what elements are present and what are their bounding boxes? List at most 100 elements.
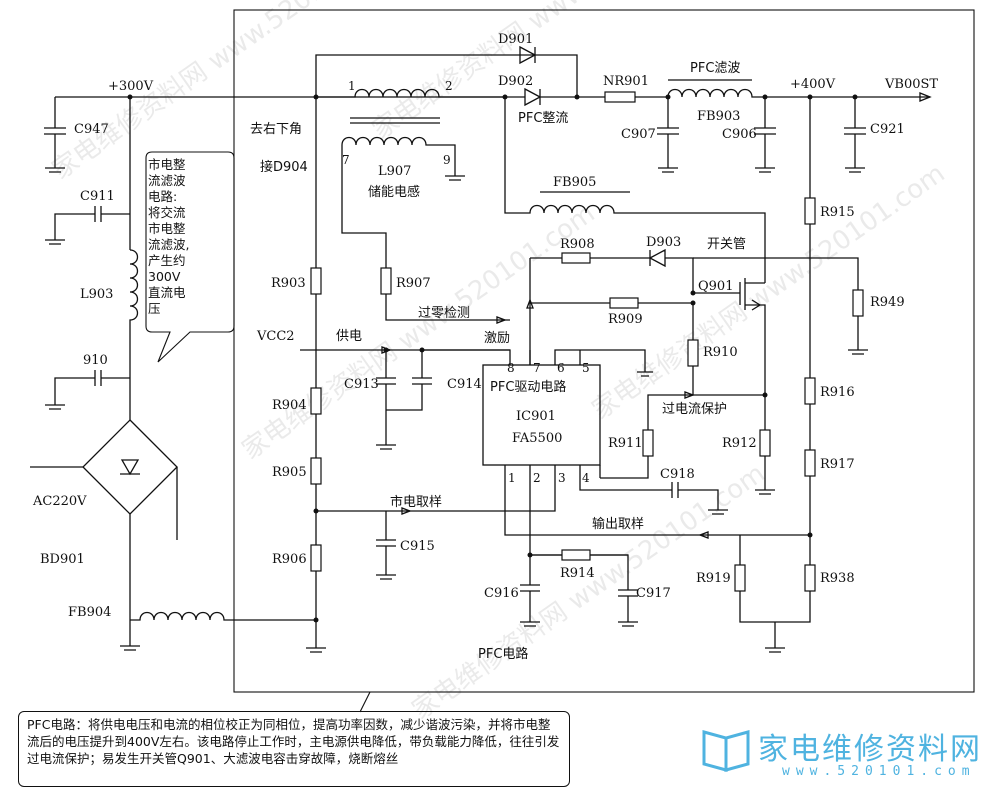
ic901-chip (482, 364, 601, 466)
label-to-d904: 接D904 (260, 159, 308, 175)
label-400v: +400V (790, 77, 836, 92)
r910-resistor (687, 339, 699, 367)
label-c915: C915 (400, 539, 435, 554)
label-ic-pin1: 1 (508, 471, 516, 485)
label-pfc-filter: PFC滤波 (690, 61, 740, 76)
label-c910: 910 (83, 353, 108, 368)
label-power-supply: 供电 (336, 329, 362, 344)
label-r907: R907 (396, 276, 431, 291)
nr901-thermistor (604, 91, 636, 103)
label-bd901: BD901 (40, 552, 85, 567)
l907-main-winding (316, 88, 505, 98)
label-fb904: FB904 (68, 605, 111, 620)
label-vb00st: VB00ST (884, 77, 938, 92)
label-d903: D903 (646, 235, 681, 250)
fb905-bead (504, 97, 766, 278)
c915-capacitor (376, 511, 396, 580)
c907-capacitor (657, 97, 679, 173)
label-vcc2: VCC2 (256, 329, 295, 344)
label-ic-pin8: 8 (507, 361, 515, 375)
label-l903: L903 (80, 287, 113, 302)
ic-title: PFC驱动电路 (490, 379, 566, 395)
label-c921: C921 (870, 122, 905, 137)
label-r916: R916 (820, 385, 855, 400)
callout-line: 电路: (148, 189, 178, 204)
r911-resistor (642, 429, 654, 457)
label-q901: Q901 (698, 279, 733, 294)
label-c907: C907 (621, 127, 656, 142)
c911-capacitor (45, 206, 130, 245)
label-c918: C918 (660, 467, 695, 482)
c910-capacitor (45, 370, 130, 410)
bridge-diode-symbol (120, 459, 140, 476)
fb904-bead (130, 611, 316, 621)
d902-diode (505, 87, 668, 107)
label-overcurrent: 过电流保护 (662, 402, 727, 417)
c921-capacitor (844, 97, 866, 173)
label-r904: R904 (272, 398, 307, 413)
label-r917: R917 (820, 457, 855, 472)
r915-resistor (804, 197, 816, 225)
zero-detect-wire (385, 294, 510, 321)
c906-capacitor (754, 97, 776, 173)
label-ic-pin4: 4 (582, 471, 590, 485)
label-pin-2: 2 (445, 79, 453, 93)
brand-url: www.520101.com (782, 764, 976, 779)
watermark: 家电维修资料网 www.520101.com (587, 159, 951, 426)
label-ic-pin3: 3 (558, 471, 566, 485)
mains-sample-wire (316, 465, 556, 512)
label-pin-9: 9 (443, 153, 451, 167)
label-l907: L907 (378, 164, 411, 179)
label-storage-inductor: 储能电感 (368, 184, 420, 200)
label-fb905: FB905 (553, 175, 596, 190)
label-ic-pin6: 6 (557, 361, 565, 375)
note-box: PFC电路：将供电电压和电流的相位校正为同相位，提高功率因数，减少谐波污染，并将… (18, 711, 570, 787)
label-zero-detect: 过零检测 (418, 306, 470, 321)
r907-resistor (380, 267, 392, 295)
label-switch-tube: 开关管 (707, 237, 746, 252)
callout-bubble (145, 151, 235, 363)
label-mains-sample: 市电取样 (390, 494, 442, 510)
label-r914: R914 (560, 566, 595, 581)
label-r905: R905 (272, 465, 307, 480)
r917-resistor (804, 449, 816, 477)
r916-resistor (804, 377, 816, 405)
l907-aux-winding (341, 136, 465, 181)
l903-inductor (129, 249, 139, 420)
label-ic-pin7: 7 (533, 361, 541, 375)
label-to-lower-right: 去右下角 (250, 122, 302, 137)
label-r911: R911 (608, 436, 643, 451)
label-pin-1: 1 (348, 79, 356, 93)
label-pfc-rectify: PFC整流 (518, 111, 568, 126)
fb903-filter (667, 88, 930, 98)
ic-model: FA5500 (512, 431, 562, 446)
label-r938: R938 (820, 571, 855, 586)
label-pfc-circuit: PFC电路 (478, 646, 528, 662)
label-300v: +300V (108, 79, 154, 94)
r908-resistor (561, 252, 591, 264)
r949-resistor (852, 289, 864, 317)
bridge-wires (30, 466, 178, 620)
bd901-bridge (82, 419, 178, 515)
label-ic-pin5: 5 (582, 361, 590, 375)
c914-capacitor (386, 350, 432, 411)
label-ic-pin2: 2 (533, 471, 541, 485)
label-r915: R915 (820, 205, 855, 220)
r904-resistor (310, 387, 322, 415)
label-r949: R949 (870, 295, 905, 310)
r914-resistor (561, 549, 591, 561)
r905-resistor (310, 457, 322, 485)
r938-resistor (804, 564, 816, 592)
label-r910: R910 (703, 345, 738, 360)
callout-line: 市电整 (148, 157, 186, 172)
c917-capacitor (618, 589, 638, 627)
watermark: 家电维修资料网 www.520101.com (407, 459, 771, 726)
pfc-frame (233, 9, 975, 693)
label-c914: C914 (447, 377, 482, 392)
label-r906: R906 (272, 552, 307, 567)
label-c906: C906 (722, 127, 757, 142)
label-excite: 激励 (484, 331, 510, 346)
